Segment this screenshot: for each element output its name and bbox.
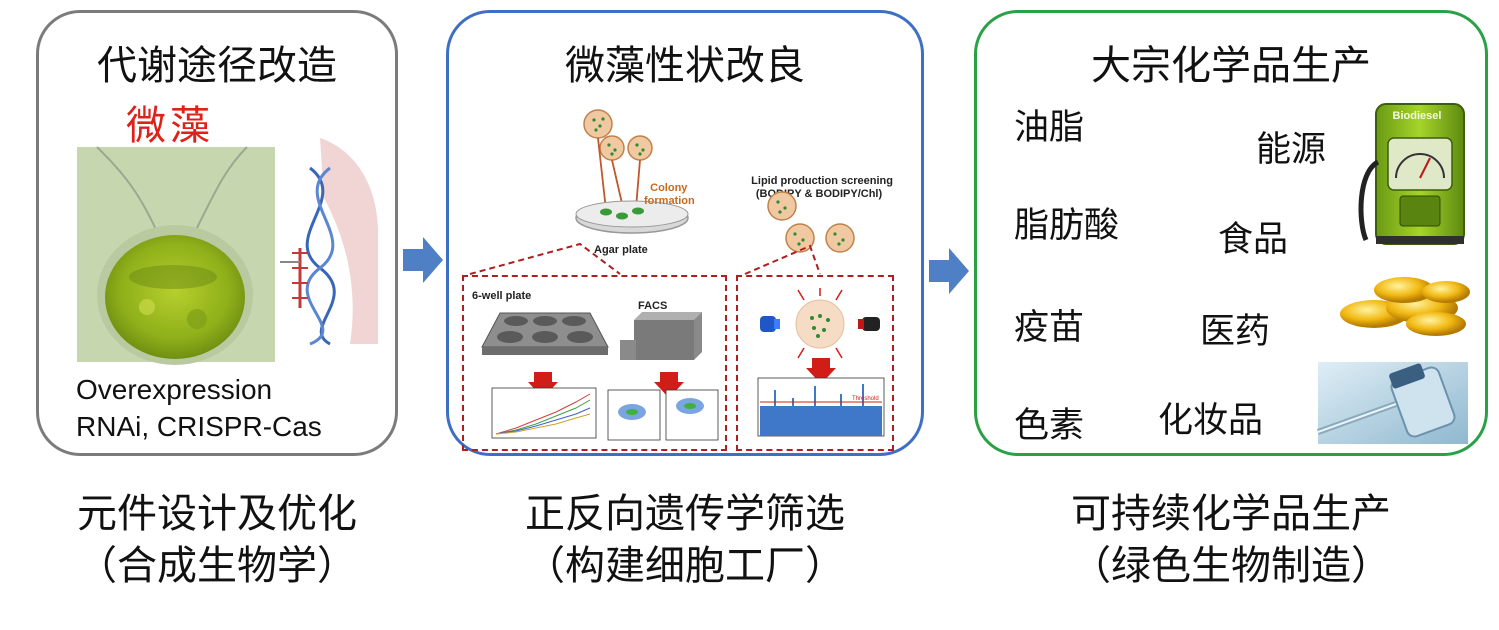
caption-right-line1: 可持续化学品生产: [1071, 491, 1391, 537]
caption-left-line1: 元件设计及优化: [77, 491, 357, 537]
red-down-arrow-icon: [654, 372, 684, 398]
caption-left: 元件设计及优化 （合成生物学）: [0, 488, 434, 592]
callout-lines: [469, 242, 821, 275]
product-cosmetics: 化妆品: [1158, 401, 1264, 441]
agar-plate-label: Agar plate: [594, 244, 648, 256]
laser-detection-icon: [760, 288, 880, 359]
right-arrow-icon: [929, 248, 969, 294]
caption-middle-line2: （构建细胞工厂）: [525, 543, 845, 589]
biodiesel-label: Biodiesel: [1392, 110, 1442, 122]
microalgae-label: 微藻: [126, 103, 214, 149]
red-down-arrow-icon: [806, 358, 836, 384]
product-medicine: 医药: [1200, 312, 1271, 352]
threshold-label: Threshold: [852, 396, 879, 402]
product-oil: 油脂: [1014, 108, 1085, 148]
product-fatty-acid: 脂肪酸: [1014, 206, 1120, 246]
product-vaccine: 疫苗: [1014, 308, 1085, 348]
reverse-screening-box: [736, 275, 894, 451]
caption-right-line2: （绿色生物制造）: [1071, 543, 1391, 589]
product-pigment: 色素: [1014, 406, 1085, 446]
lipid-production-plot: [757, 377, 885, 437]
facs-machine-icon: [620, 312, 702, 360]
lipid-screening-label: Lipid production screening (BODIPY & BOD…: [751, 175, 893, 200]
caption-left-line2: （合成生物学）: [77, 543, 357, 589]
colony-formation-label: Colony formation: [644, 182, 695, 207]
product-energy: 能源: [1256, 130, 1327, 170]
caption-right: 可持续化学品生产 （绿色生物制造）: [974, 488, 1488, 592]
red-down-arrow-icon: [528, 372, 558, 398]
right-arrow-icon: [403, 237, 443, 283]
product-food: 食品: [1218, 220, 1289, 260]
caption-middle: 正反向遗传学筛选 （构建细胞工厂）: [446, 488, 924, 592]
panel-title-trait: 微藻性状改良: [565, 43, 805, 89]
six-well-plate-label: 6-well plate: [472, 290, 532, 302]
gloved-hand-icon: [320, 138, 378, 344]
caption-middle-line1: 正反向遗传学筛选: [525, 491, 845, 537]
microalga-cell-icon: [77, 146, 275, 365]
panel-title-metabolic: 代谢途径改造: [97, 43, 337, 89]
facs-label: FACS: [638, 300, 668, 312]
lipid-cells-diagram: [767, 191, 855, 253]
method-overexpression: Overexpression: [76, 374, 273, 405]
vaccine-vial-icon: [1316, 362, 1468, 444]
fuel-pump-icon: [1358, 103, 1465, 245]
softgel-capsules-icon: [1340, 277, 1470, 336]
panel-title-production: 大宗化学品生产: [1091, 43, 1371, 89]
growth-curve-plot: [491, 387, 597, 439]
dna-helix-icon: [280, 138, 378, 346]
forward-screening-box: [462, 275, 727, 451]
flow-cytometry-plot: [607, 389, 719, 441]
six-well-plate-icon: [481, 312, 609, 355]
method-rnai-crispr: RNAi, CRISPR-Cas: [76, 411, 322, 442]
colony-formation-diagram: [575, 109, 689, 234]
